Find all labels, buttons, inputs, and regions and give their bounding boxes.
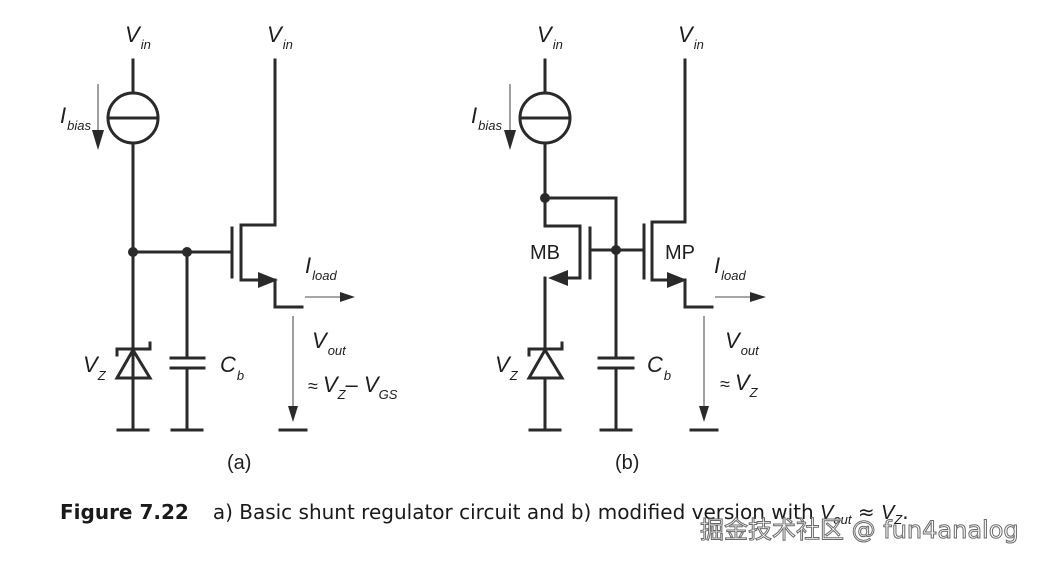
ibias-arrow-a (92, 84, 104, 150)
circuit-b: Vin Vin Ibias MB MP Iload VZ Cb Vout ≈ V… (471, 22, 766, 474)
iload-arrow-a (305, 292, 355, 302)
current-source-a (106, 91, 160, 145)
vin-label: Vin (537, 22, 563, 52)
ibias-label: Ibias (471, 103, 502, 133)
mb-label: MB (530, 242, 560, 264)
caption-text: a) Basic shunt regulator circuit and b) … (212, 500, 821, 524)
vin-label: Vin (267, 22, 293, 52)
vz-label: VZ (495, 352, 519, 383)
caption-vz-symbol: VZ (880, 502, 903, 527)
nmos-transistor-a (230, 58, 304, 309)
vout-approx-expr: ≈ VZ (720, 370, 759, 400)
mb-transistor (543, 196, 646, 350)
cb-label: Cb (220, 352, 244, 383)
zener-diode-a (114, 341, 153, 380)
caption-vout-symbol: Vout (820, 502, 852, 527)
iload-label: Iload (714, 253, 746, 283)
watermark: 掘金技术社区 @ fun4analog (700, 516, 1020, 545)
vin-label: Vin (678, 22, 704, 52)
figure-number: Figure 7.22 (60, 500, 189, 524)
vout-approx-expr: ≈ VZ– VGS (308, 372, 398, 402)
caption-end: . (902, 500, 909, 524)
vz-label: VZ (83, 352, 107, 383)
zener-diode-b (526, 341, 565, 380)
junction-dot (611, 245, 621, 255)
junction-dot (128, 247, 138, 257)
figure-caption: Figure 7.22 a) Basic shunt regulator circ… (60, 500, 909, 527)
iload-label: Iload (305, 253, 337, 283)
cb-label: Cb (647, 352, 671, 383)
mp-label: MP (665, 242, 695, 264)
ibias-label: Ibias (60, 103, 91, 133)
gate-bias-wire-b (543, 196, 618, 360)
iload-arrow-b (715, 292, 766, 302)
ibias-arrow-b (504, 84, 516, 150)
caption-approx: ≈ (851, 500, 881, 524)
vout-label: Vout (312, 328, 347, 358)
circuit-a: Vin Vin Ibias Iload VZ Cb Vout ≈ VZ– VGS… (60, 22, 398, 474)
mp-transistor (642, 58, 714, 309)
vout-label: Vout (725, 328, 760, 358)
vin-label: Vin (125, 22, 151, 52)
current-source-b (518, 91, 572, 145)
panel-label-b: (b) (615, 452, 639, 474)
vout-arrow-b (689, 316, 719, 432)
vout-arrow-a (278, 316, 308, 432)
panel-label-a: (a) (227, 452, 251, 474)
